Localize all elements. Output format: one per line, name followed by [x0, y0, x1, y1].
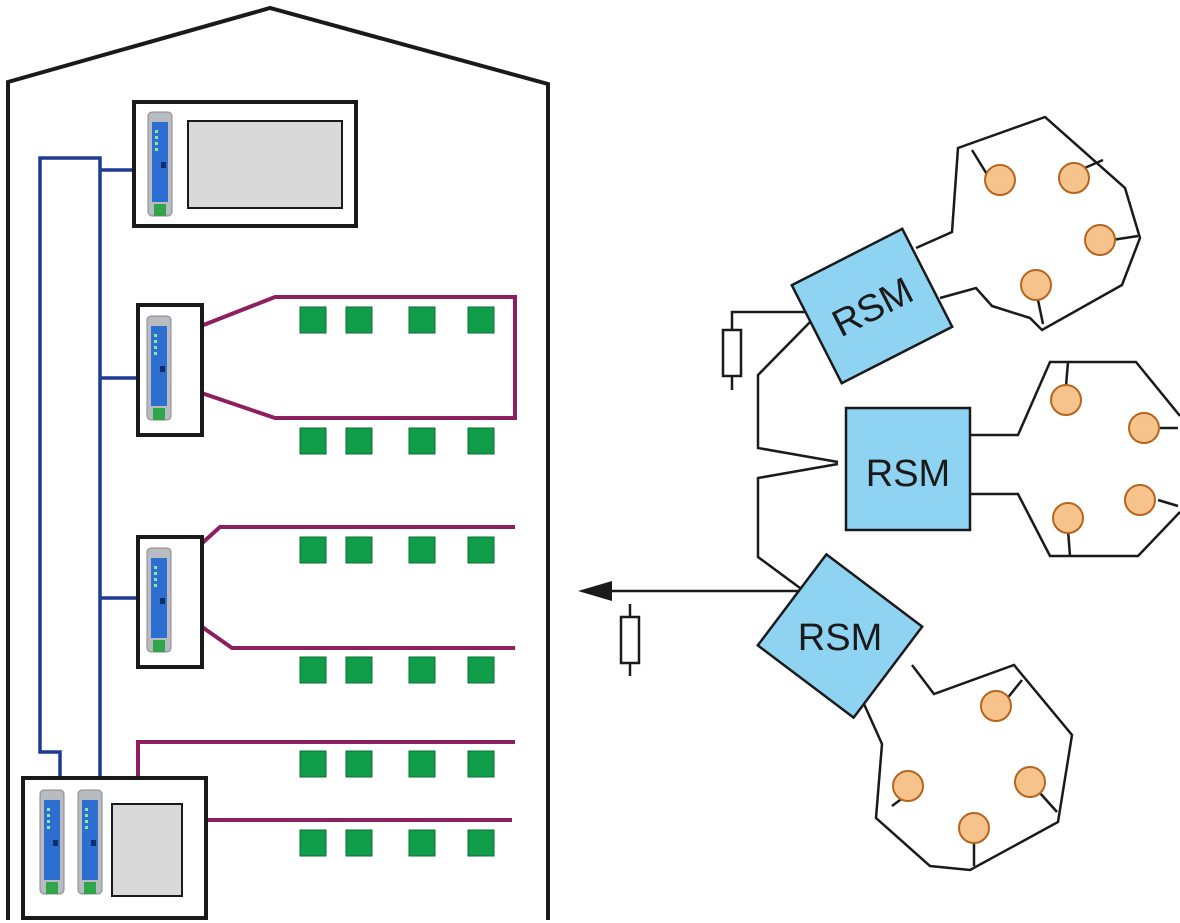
resistor-icon [721, 328, 743, 378]
rsm1-loop [915, 115, 1142, 332]
detector-icon [1014, 766, 1046, 798]
rsm-box-2 [844, 406, 972, 532]
rsm2-loop-lower [970, 492, 1180, 558]
loop-line-3a [136, 740, 515, 786]
detector-group [892, 162, 1160, 844]
sensor-square-icon [345, 829, 373, 857]
din-rail-module-icon [77, 789, 103, 895]
sensor-square-icon [467, 656, 495, 684]
rsm-box-3 [756, 552, 924, 720]
rsm-module-3: RSM [756, 552, 924, 720]
top-device [132, 100, 358, 228]
sensor-square-icon [345, 306, 373, 334]
controller [21, 776, 208, 920]
sensor-square-icon [467, 829, 495, 857]
sensor-grid [299, 306, 495, 857]
sensor-square-icon [408, 427, 436, 455]
rsm3-loop [862, 663, 1074, 872]
sensor-square-icon [345, 656, 373, 684]
detector-icon [892, 770, 924, 802]
sensor-square-icon [408, 306, 436, 334]
rsm-label-3: RSM [798, 617, 882, 659]
detector-icon [1052, 502, 1084, 534]
din-rail-module-icon [146, 315, 172, 421]
loop-line-2b [176, 608, 515, 650]
detector-icon [1128, 412, 1160, 444]
top-device-display [187, 120, 343, 209]
rsm2-loop [970, 360, 1180, 437]
sensor-square-icon [408, 656, 436, 684]
sensor-square-icon [299, 536, 327, 564]
sensor-square-icon [467, 536, 495, 564]
rsm-module-2: RSM [844, 406, 972, 532]
loop-module-1 [136, 303, 204, 437]
sensor-square-icon [299, 656, 327, 684]
din-rail-module-icon [146, 547, 172, 653]
detector-icon [958, 812, 990, 844]
sensor-square-icon [345, 536, 373, 564]
sensor-square-icon [299, 427, 327, 455]
sensor-square-icon [345, 750, 373, 778]
wire-rsm1-rsm2 [756, 317, 839, 464]
controller-display [111, 803, 183, 897]
loop-line-1 [177, 295, 517, 420]
wire-rsm2-rsm3 [756, 462, 839, 590]
rsm-box-1 [790, 227, 954, 385]
sensor-square-icon [299, 829, 327, 857]
detector-icon [980, 690, 1012, 722]
din-rail-module-icon [147, 111, 173, 217]
bus-lines [38, 156, 148, 785]
detector-icon [1084, 224, 1116, 256]
sensor-square-icon [408, 829, 436, 857]
rsm-wiring [608, 115, 1180, 872]
sensor-square-icon [299, 750, 327, 778]
loop-module-2 [136, 535, 204, 669]
sensor-square-icon [408, 750, 436, 778]
detector-icon [1020, 269, 1052, 301]
rsm-module-1: RSM [790, 227, 954, 385]
detector-icon [984, 164, 1016, 196]
detector-icon [1124, 484, 1156, 516]
bus-line-outer [38, 156, 102, 785]
resistor-icon [619, 615, 641, 665]
sensor-square-icon [408, 536, 436, 564]
sensor-square-icon [467, 427, 495, 455]
sensor-square-icon [299, 306, 327, 334]
sensor-square-icon [467, 306, 495, 334]
detector-icon [1050, 384, 1082, 416]
building-outline [6, 5, 550, 920]
din-rail-module-icon [39, 789, 65, 895]
rsm-label-2: RSM [866, 453, 950, 495]
sensor-square-icon [345, 427, 373, 455]
wire-resistor-top [730, 310, 814, 330]
arrow-left-icon [578, 581, 612, 601]
sensor-square-icon [467, 750, 495, 778]
detector-icon [1058, 162, 1090, 194]
